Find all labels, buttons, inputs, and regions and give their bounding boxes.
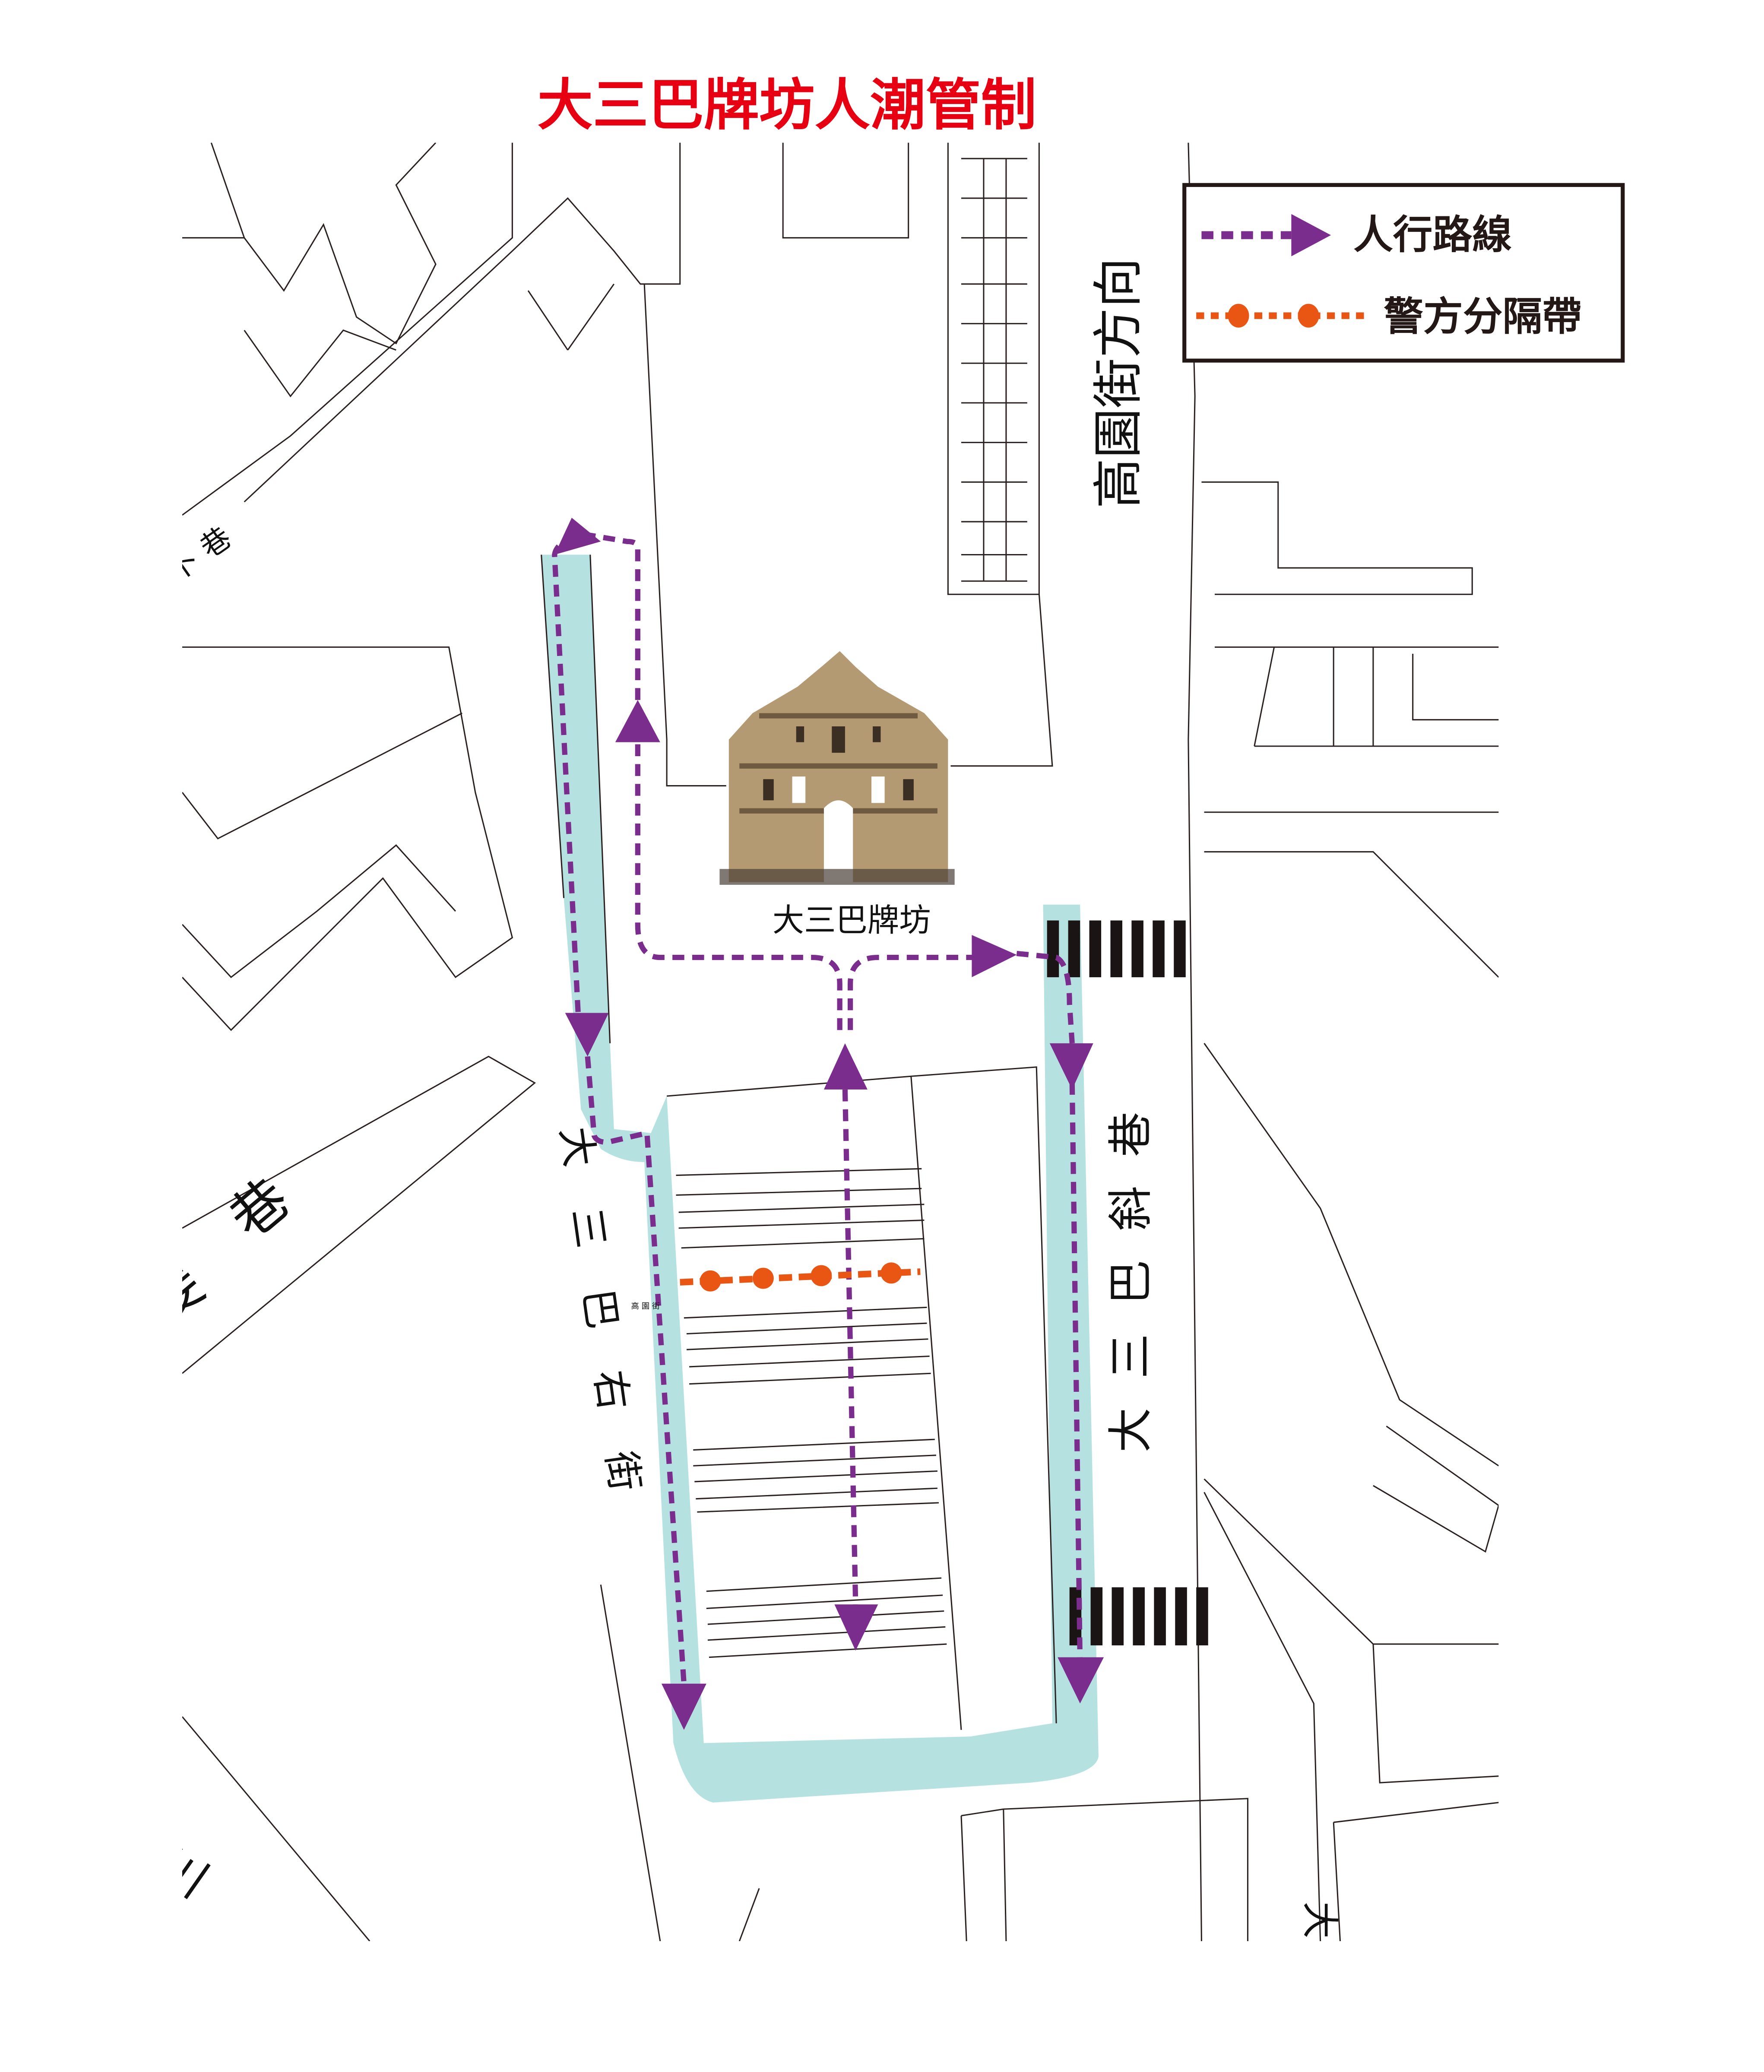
street-label-small: 高 園 街 bbox=[631, 1302, 660, 1311]
street-label-right-lane: 大三巴斜巷 bbox=[1105, 1083, 1157, 1453]
route-arrow-down-right bbox=[1049, 1043, 1093, 1090]
controlled-zone bbox=[541, 554, 1099, 1803]
route-arrow-up-center bbox=[823, 1043, 868, 1090]
pedestrian-routes bbox=[552, 517, 1104, 1730]
route-arrow-down-center bbox=[834, 1604, 878, 1651]
route-arrow-down-right-bottom bbox=[1058, 1657, 1104, 1704]
crosswalk-bottom bbox=[1069, 1587, 1208, 1646]
legend-route-arrow-icon bbox=[1291, 214, 1331, 257]
direction-label: 高園街方向 bbox=[1089, 258, 1148, 509]
lane-label-top-left: 卜 巷 bbox=[163, 520, 237, 586]
crosswalk-top bbox=[1047, 920, 1186, 977]
landmark-label: 大三巴牌坊 bbox=[773, 902, 931, 939]
route-arrow-right bbox=[972, 935, 1017, 977]
base-map: 大三巴牌坊 bbox=[132, 143, 1499, 1942]
legend-route-label: 人行路線 bbox=[1353, 212, 1512, 258]
ruins-of-st-paul-image bbox=[719, 651, 955, 885]
street-label-left-street: 大三巴右街 bbox=[552, 1124, 655, 1536]
route-arrow-down-left bbox=[565, 1013, 609, 1057]
route-arrow-up bbox=[615, 700, 660, 742]
lane-label-left-2: 斐 bbox=[132, 1252, 216, 1337]
route-arrow-down-left-bottom bbox=[661, 1683, 706, 1730]
lane-label-bottom-right: 大 bbox=[1298, 1901, 1341, 1939]
police-barrier bbox=[680, 1262, 921, 1292]
legend-barrier-label: 警方分隔帶 bbox=[1384, 294, 1582, 340]
lane-label-left-1: 巷 bbox=[218, 1167, 302, 1252]
map-title: 大三巴牌坊人潮管制 bbox=[538, 73, 1037, 138]
legend-barrier-dot-icon bbox=[1228, 304, 1249, 328]
route-arrow-up-top bbox=[554, 517, 601, 555]
lane-label-bottom-left: 三 bbox=[149, 1838, 222, 1908]
legend: 人行路線 警方分隔帶 bbox=[1182, 183, 1625, 363]
street-lines bbox=[182, 143, 1499, 1942]
